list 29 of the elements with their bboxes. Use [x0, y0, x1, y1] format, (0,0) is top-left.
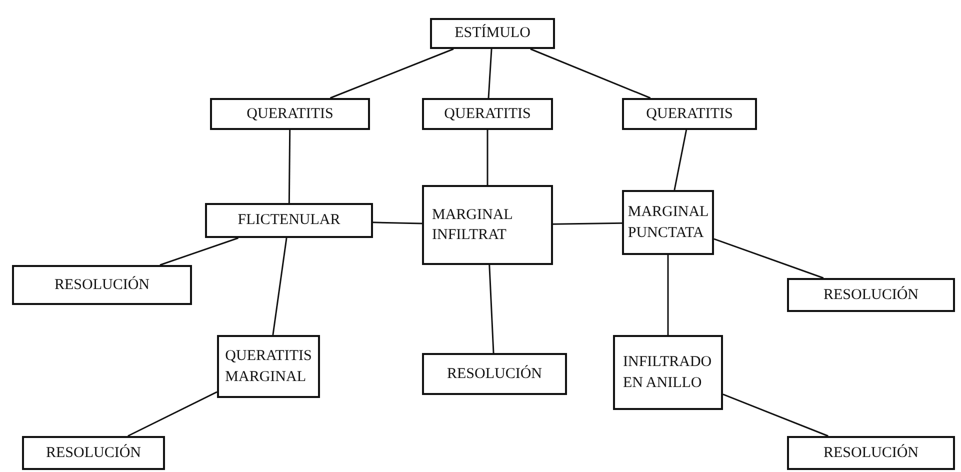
- text-box: MARGINAL INFILTRAT: [422, 185, 553, 265]
- connector-line: [160, 237, 238, 266]
- connector-line: [674, 130, 688, 190]
- connector-line: [486, 130, 488, 185]
- connector-line: [372, 222, 422, 224]
- connector-line: [667, 255, 669, 335]
- text-box: RESOLUCIÓN: [22, 436, 165, 470]
- connector-line: [330, 48, 454, 99]
- text-box: RESOLUCIÓN: [787, 436, 955, 470]
- text-box: QUERATITIS: [422, 98, 553, 130]
- text-box: RESOLUCIÓN: [787, 278, 955, 312]
- connector-line: [128, 391, 218, 437]
- connector-line: [272, 238, 288, 336]
- connector-line: [714, 238, 824, 279]
- text-box: RESOLUCIÓN: [422, 353, 567, 395]
- text-box: FLICTENULAR: [205, 203, 373, 238]
- connector-line: [552, 222, 622, 225]
- connector-line: [488, 264, 494, 354]
- text-box: ESTÍMULO: [430, 18, 555, 49]
- text-box: INFILTRADO EN ANILLO: [613, 335, 723, 410]
- text-box: QUERATITIS: [210, 98, 370, 130]
- text-box: QUERATITIS: [622, 98, 757, 130]
- text-box: MARGINAL PUNCTATA: [622, 190, 714, 255]
- text-box: RESOLUCIÓN: [12, 265, 192, 305]
- text-box: QUERATITIS MARGINAL: [217, 335, 320, 398]
- connector-line: [530, 48, 651, 99]
- connector-line: [288, 130, 291, 203]
- connector-line: [722, 394, 828, 437]
- connector-line: [488, 48, 492, 98]
